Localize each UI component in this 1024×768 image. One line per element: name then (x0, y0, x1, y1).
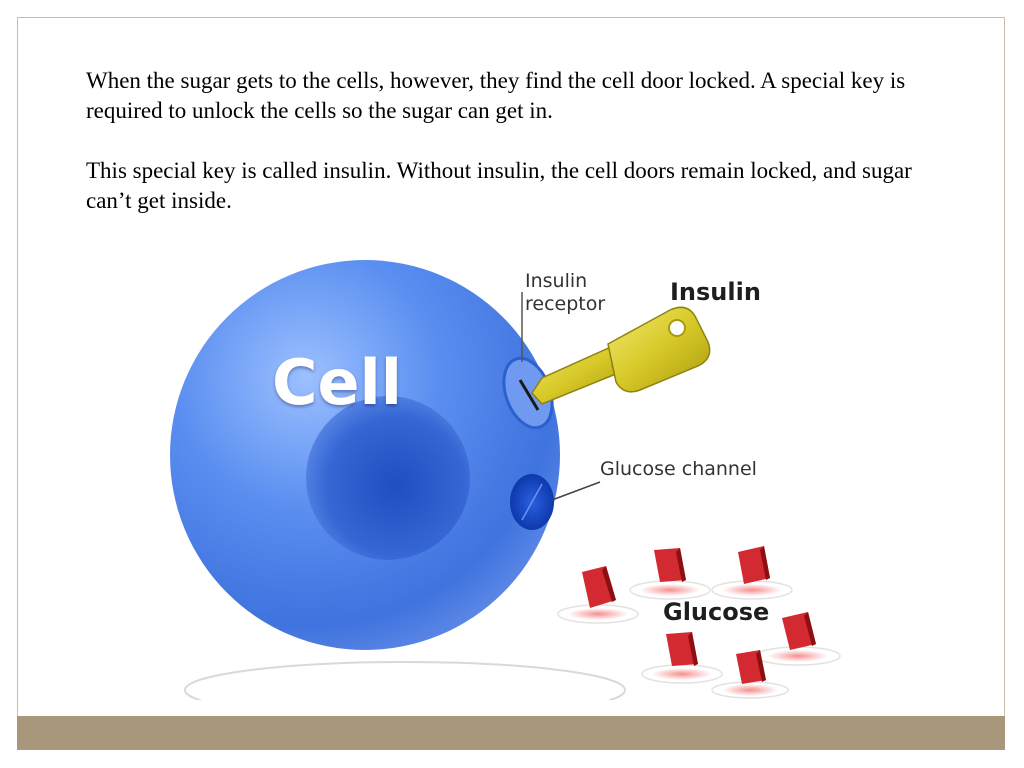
insulin-label: Insulin (670, 278, 761, 306)
glucose-cube (711, 650, 789, 699)
diagram-svg (170, 260, 841, 700)
floor-ellipse (184, 661, 626, 700)
glucose-cube (641, 632, 723, 684)
cell-label: Cell (272, 346, 403, 419)
body-text: When the sugar gets to the cells, howeve… (86, 66, 946, 246)
glucose-cube (629, 548, 711, 600)
glucose-cubes (557, 546, 841, 699)
glucose-channel-label: Glucose channel (600, 458, 757, 480)
paragraph-1: When the sugar gets to the cells, howeve… (86, 68, 906, 123)
paragraph-2: This special key is called insulin. With… (86, 158, 912, 213)
glucose-label: Glucose (663, 598, 770, 626)
key-icon (531, 306, 711, 405)
glucose-channel (510, 474, 554, 530)
glucose-cube (557, 566, 639, 624)
footer-bar (17, 716, 1005, 750)
glucose-cube (711, 546, 793, 600)
channel-pointer (551, 481, 601, 501)
nucleus (306, 396, 470, 560)
insulin-receptor-label: Insulin receptor (525, 270, 606, 315)
insulin-receptor (502, 356, 554, 430)
insulin-diagram: Cell Insulin receptor Insulin Glucose ch… (170, 250, 870, 700)
